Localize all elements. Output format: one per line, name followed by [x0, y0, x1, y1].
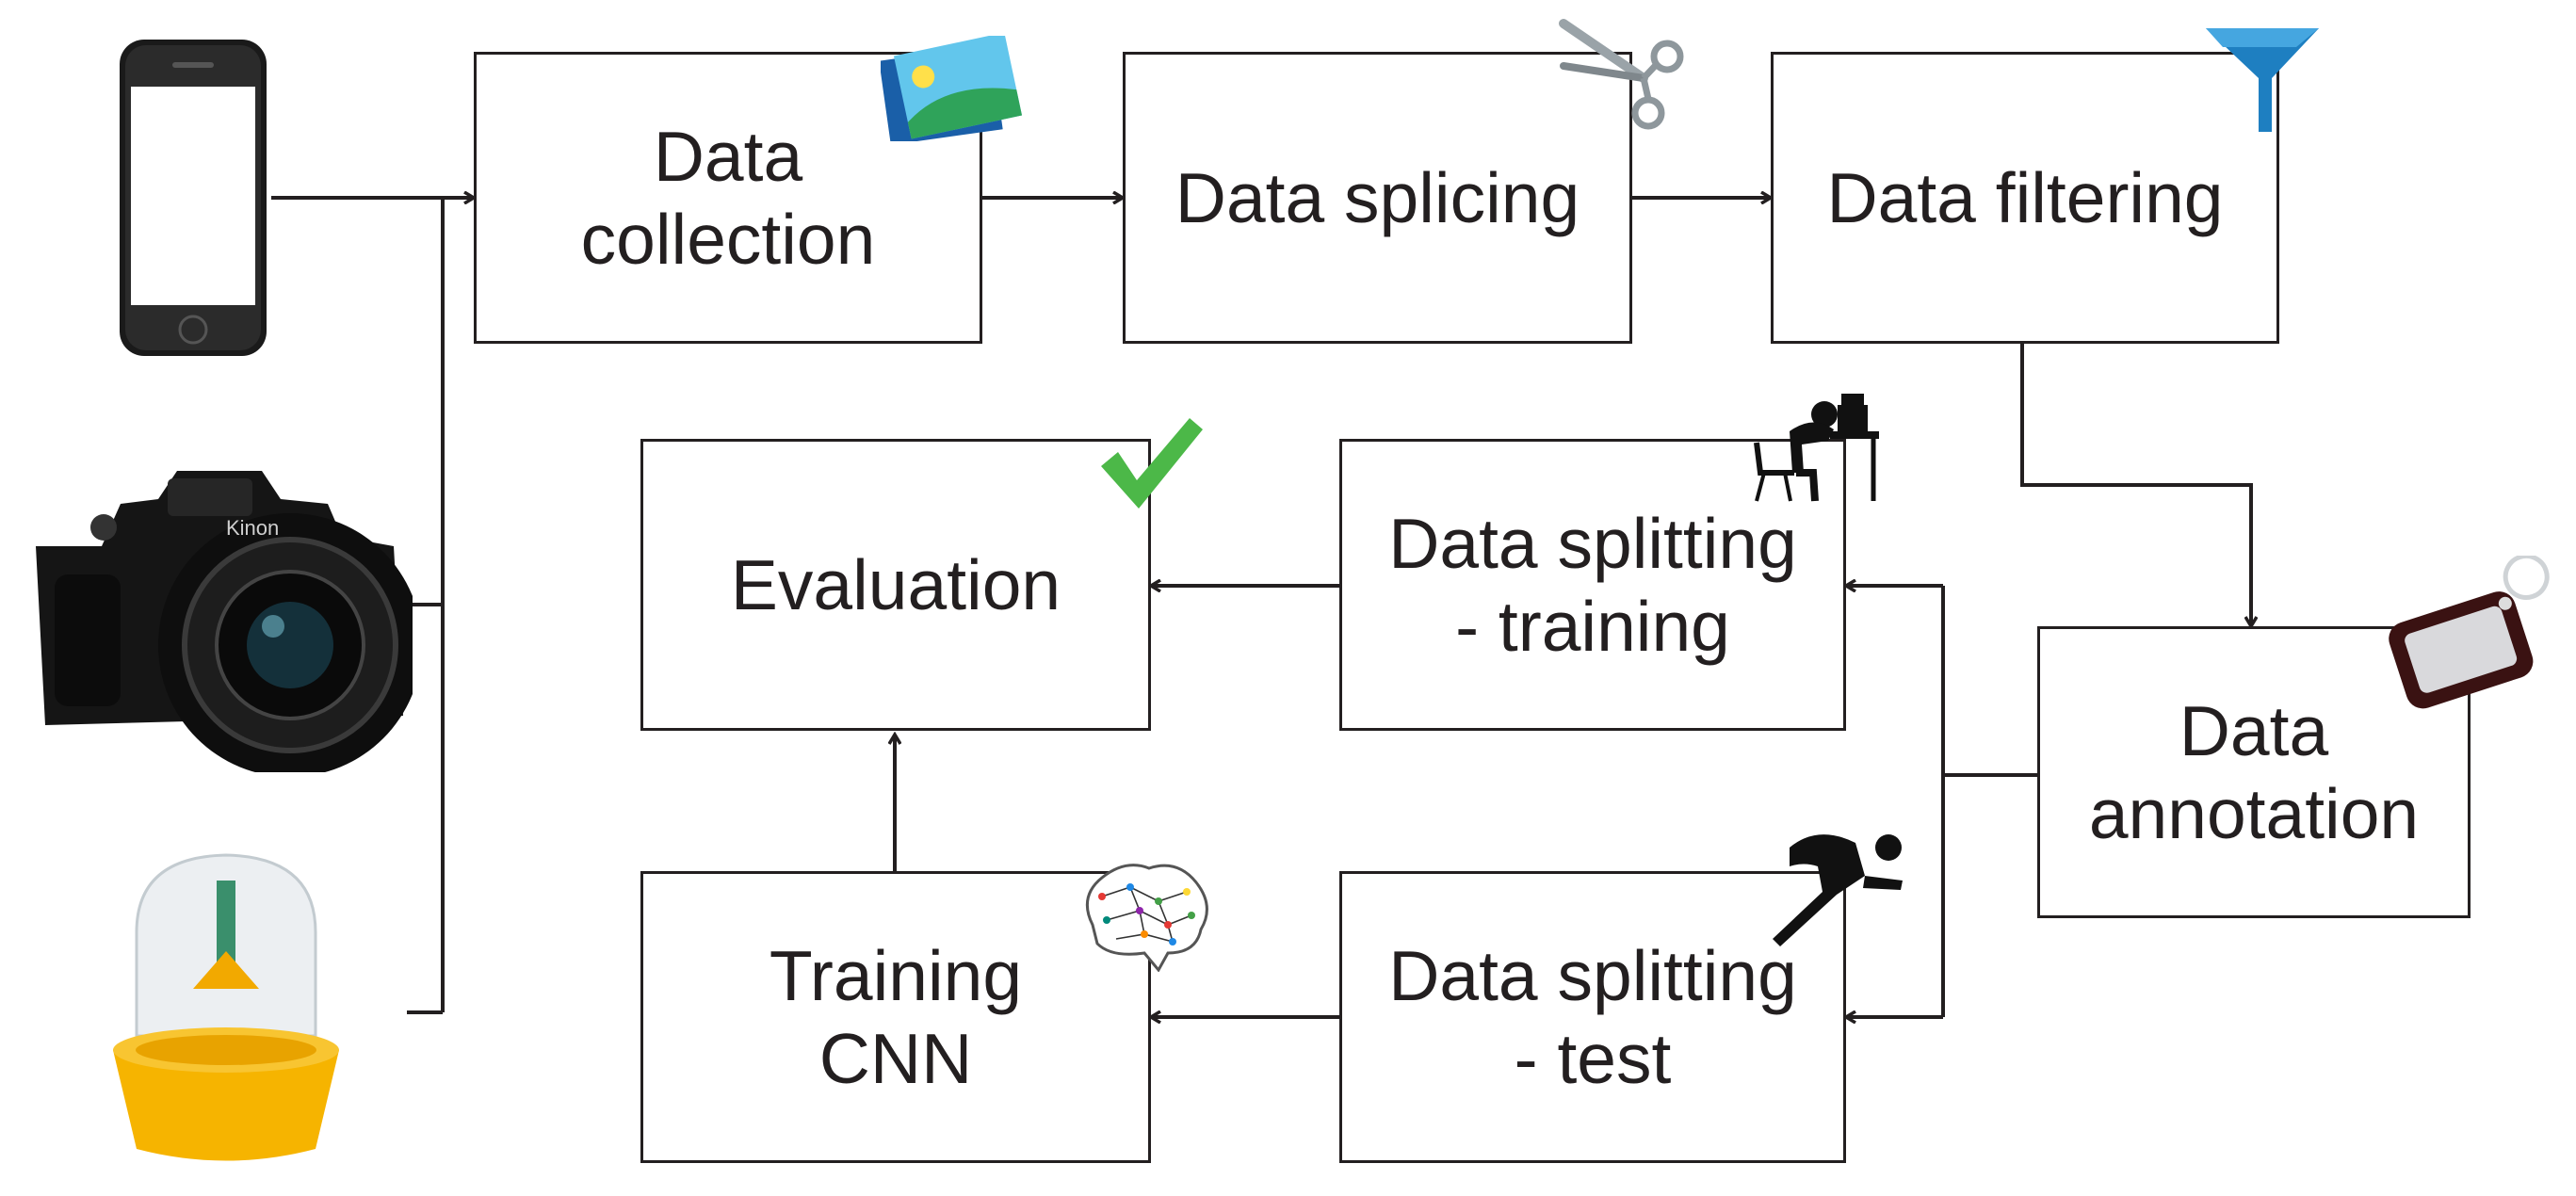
data-annotation-label: Data annotation: [2088, 691, 2420, 853]
image-gallery-icon: [881, 36, 1022, 141]
training-cnn-node: Training CNN: [640, 871, 1151, 1163]
runner-icon: [1773, 834, 1903, 946]
scissors-icon: [1559, 19, 1684, 130]
smartphone-icon: [120, 40, 267, 356]
data-splitting-test-node: Data splitting - test: [1339, 871, 1846, 1163]
data-splitting-training-node: Data splitting - training: [1339, 439, 1846, 731]
person-studying-icon: [1754, 394, 1879, 502]
edge-annotation-bus: [1941, 586, 2037, 1017]
evaluation-node: Evaluation: [640, 439, 1151, 731]
camera-brand-label: Kinon: [226, 516, 279, 540]
insect-trap-icon: [113, 853, 339, 1161]
data-filtering-label: Data filtering: [1826, 158, 2224, 237]
data-collection-label: Data collection: [580, 117, 876, 279]
evaluation-label: Evaluation: [730, 545, 1061, 624]
edge-filtering-to-annotation: [2020, 344, 2251, 626]
data-splitting-test-label: Data splitting - test: [1388, 936, 1797, 1098]
camera-icon: Kinon: [36, 471, 413, 772]
data-splitting-training-label: Data splitting - training: [1388, 504, 1797, 666]
checkmark-icon: [1101, 418, 1203, 509]
training-cnn-label: Training CNN: [769, 936, 1023, 1098]
data-filtering-node: Data filtering: [1771, 52, 2279, 344]
data-splicing-label: Data splicing: [1175, 158, 1580, 237]
data-annotation-node: Data annotation: [2037, 626, 2471, 918]
funnel-icon: [2206, 28, 2319, 132]
data-splicing-node: Data splicing: [1123, 52, 1632, 344]
brain-network-icon: [1085, 864, 1208, 972]
tag-icon: [2389, 556, 2550, 709]
